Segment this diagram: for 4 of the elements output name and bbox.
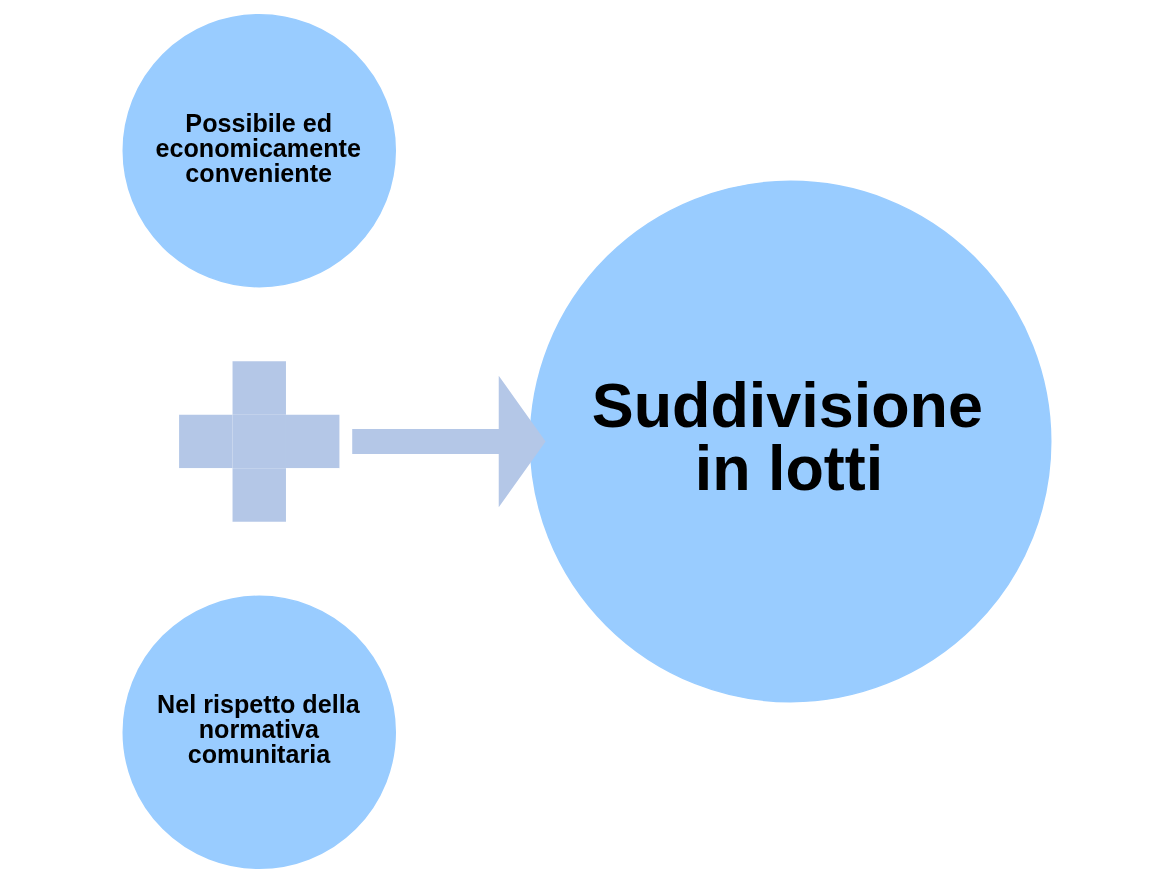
node-circle: Suddivisione in lotti — [529, 180, 1052, 703]
node-circle: Nel rispetto della normativa comunitaria — [122, 595, 396, 870]
node-circle: Possibile ed economicamente conveniente — [122, 13, 396, 288]
arrow — [352, 375, 546, 508]
